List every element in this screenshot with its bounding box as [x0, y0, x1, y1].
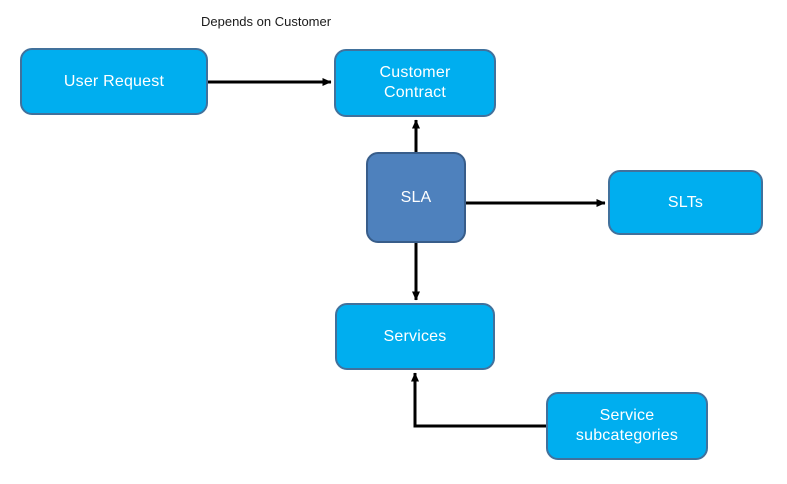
- node-services[interactable]: Services: [335, 303, 495, 370]
- node-slts[interactable]: SLTs: [608, 170, 763, 235]
- node-sla[interactable]: SLA: [366, 152, 466, 243]
- node-user-request[interactable]: User Request: [20, 48, 208, 115]
- connector-service-subcategories-to-services: [411, 372, 546, 428]
- node-service-subcategories[interactable]: Service subcategories: [546, 392, 708, 460]
- edge-label-depends-on-customer: Depends on Customer: [201, 14, 332, 29]
- node-customer-contract[interactable]: Customer Contract: [334, 49, 496, 117]
